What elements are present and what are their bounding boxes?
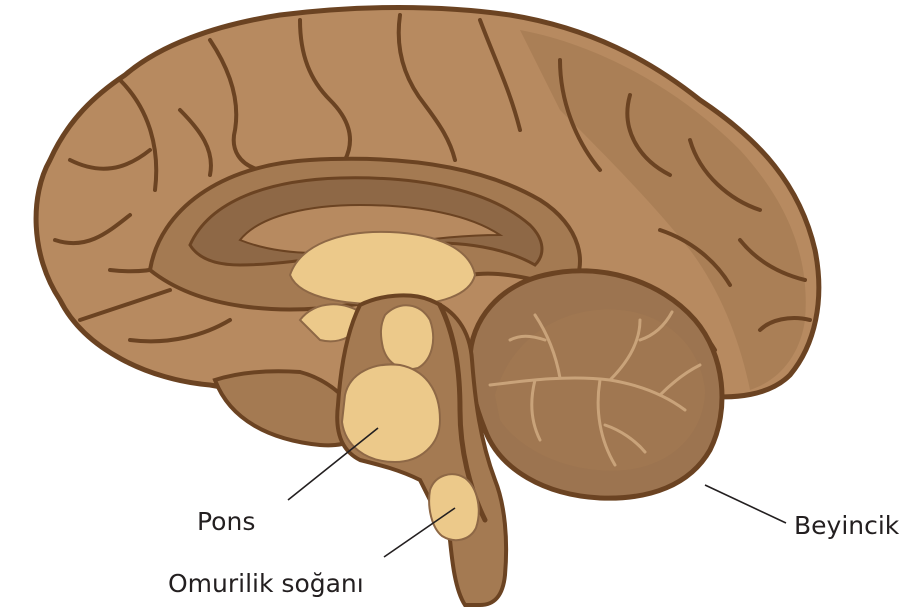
pons (342, 364, 440, 462)
label-pons: Pons (197, 507, 255, 536)
label-medulla: Omurilik soğanı (168, 569, 364, 598)
label-cerebellum: Beyincik (794, 511, 900, 540)
cerebellum-leader-line (705, 485, 786, 523)
midbrain (381, 305, 433, 369)
medulla-oblongata (429, 474, 479, 540)
